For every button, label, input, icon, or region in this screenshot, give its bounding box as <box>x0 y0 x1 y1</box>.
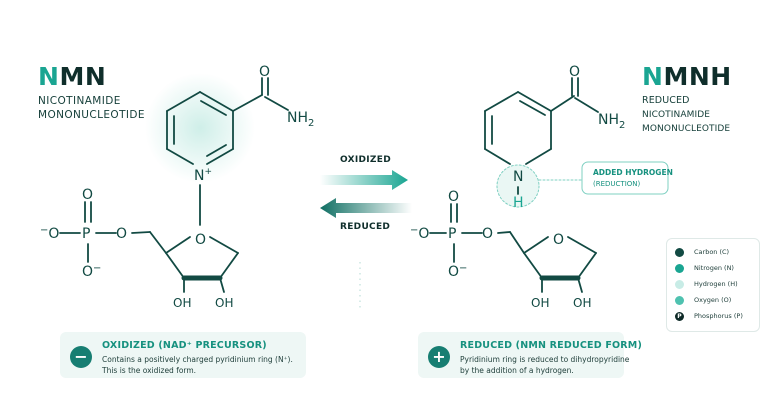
nmn-oh-right: OH <box>215 296 233 310</box>
nmnh-title-rest: MNH <box>663 62 732 91</box>
nmn-subtitle-line2: MONONUCLEOTIDE <box>38 109 145 121</box>
forward-arrow <box>320 170 408 190</box>
nmnh-carbonyl-o: O <box>569 64 580 80</box>
oxidized-card-title: OXIDIZED (NAD⁺ PRECURSOR) <box>102 340 267 351</box>
nmn-n-plus: N+ <box>194 167 212 184</box>
reverse-arrow <box>320 198 412 218</box>
reduced-info-card: + REDUCED (NMN REDUCED FORM) Pyridinium … <box>418 332 642 378</box>
nmn-phosphate-o-left: −O <box>40 225 59 242</box>
oxidized-desc-line1: Contains a positively charged pyridinium… <box>102 355 293 364</box>
oxidized-desc-line2: This is the oxidized form. <box>102 366 197 375</box>
legend-label: Carbon (C) <box>694 248 730 256</box>
phosphorus-swatch: P <box>675 312 684 321</box>
nmn-phosphate-o-bottom: O− <box>82 263 101 280</box>
nmnh-phosphorus: P <box>448 226 456 242</box>
callout-line1: ADDED HYDROGEN <box>593 168 673 177</box>
nmn-title-accent: N <box>38 62 60 91</box>
nmnh-molecule <box>429 77 599 293</box>
nmn-molecule <box>59 73 289 293</box>
oxidized-info-card: − OXIDIZED (NAD⁺ PRECURSOR) Contains a p… <box>60 332 306 378</box>
added-hydrogen-callout: ADDED HYDROGEN (REDUCTION) <box>581 161 673 195</box>
nmnh-phosphate-o-left: −O <box>410 225 429 242</box>
nmnh-labels: O NH2 N H O OH OH O P O −O O− <box>410 64 625 310</box>
nmn-subtitle: NICOTINAMIDE MONONUCLEOTIDE <box>38 94 145 122</box>
plus-icon: + <box>428 346 450 368</box>
legend-label: Phosphorus (P) <box>694 312 743 320</box>
nmnh-oh-right: OH <box>573 296 591 310</box>
reduced-desc-line2: by the addition of a hydrogen. <box>460 366 574 375</box>
callout-line2: (REDUCTION) <box>593 180 641 188</box>
nmn-phosphorus: P <box>82 226 90 242</box>
nmnh-h: H <box>513 195 524 211</box>
nitrogen-swatch <box>675 264 684 273</box>
oxidized-card-desc: Contains a positively charged pyridinium… <box>102 354 302 376</box>
nmnh-ester-o: O <box>482 226 493 242</box>
nmnh-nh2: NH2 <box>598 112 625 131</box>
nmn-title: NMN <box>38 62 106 91</box>
minus-icon: − <box>70 346 92 368</box>
nmn-subtitle-line1: NICOTINAMIDE <box>38 95 121 107</box>
added-hydrogen-highlight <box>496 164 540 208</box>
nmn-labels: O NH2 N+ O OH OH O P O −O O− <box>40 64 314 310</box>
hydrogen-swatch <box>675 280 684 289</box>
nmn-nh2: NH2 <box>287 110 314 129</box>
nmnh-title: NMNH <box>642 62 732 91</box>
nmnh-ring-o: O <box>553 232 564 248</box>
pyridinium-glow <box>145 73 255 183</box>
nmnh-title-accent: N <box>642 62 664 91</box>
legend-label: Hydrogen (H) <box>694 280 738 288</box>
equilibrium-arrows <box>320 170 412 310</box>
reduced-desc-line1: Pyridinium ring is reduced to dihydropyr… <box>460 355 630 364</box>
legend-label: Oxygen (O) <box>694 296 732 304</box>
nmnh-phosphate-o-top: O <box>448 189 459 205</box>
nmnh-subtitle-line1: REDUCED <box>642 95 690 106</box>
forward-arrow-label: OXIDIZED <box>340 155 391 165</box>
reduced-card-title: REDUCED (NMN REDUCED FORM) <box>460 340 642 351</box>
reduced-card-desc: Pyridinium ring is reduced to dihydropyr… <box>460 354 660 376</box>
nmnh-subtitle-line2: NICOTINAMIDE MONONUCLEOTIDE <box>642 110 731 134</box>
dihydropyridine-ring <box>484 91 552 165</box>
nmnh-oh-left: OH <box>531 296 549 310</box>
nmn-oh-left: OH <box>173 296 191 310</box>
nmn-title-rest: MN <box>59 62 107 91</box>
atom-legend: Carbon (C) Nitrogen (N) Hydrogen (H) Oxy… <box>666 238 760 332</box>
nmnh-subtitle: REDUCED NICOTINAMIDE MONONUCLEOTIDE <box>642 94 768 136</box>
reverse-arrow-label: REDUCED <box>340 222 391 232</box>
carbon-swatch <box>675 248 684 257</box>
oxygen-swatch <box>675 296 684 305</box>
pyridinium-ring <box>166 91 234 165</box>
nmn-ring-o: O <box>195 232 206 248</box>
nmnh-phosphate-o-bottom: O− <box>448 263 467 280</box>
nmnh-n: N <box>513 169 523 185</box>
nmn-carbonyl-o: O <box>259 64 270 80</box>
nmn-phosphate-o-top: O <box>82 187 93 203</box>
legend-label: Nitrogen (N) <box>694 264 734 272</box>
nmn-ester-o: O <box>116 226 127 242</box>
